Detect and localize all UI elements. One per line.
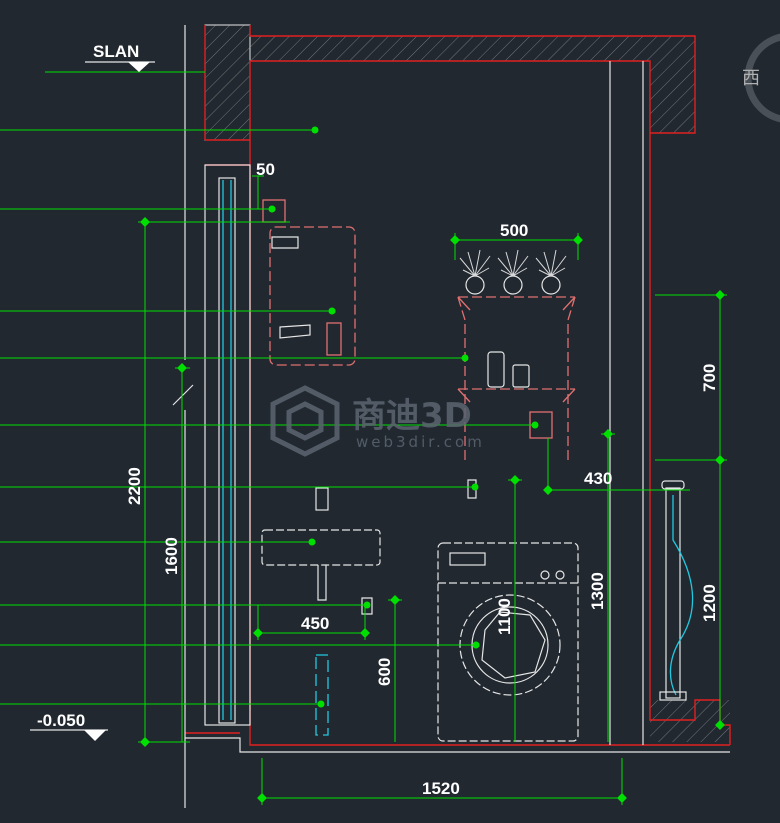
dim-430: 430 xyxy=(584,469,612,488)
dim-500: 500 xyxy=(500,221,528,240)
wash-basin xyxy=(261,479,477,736)
left-column-hatch xyxy=(204,24,251,141)
washer-knob-1 xyxy=(540,570,550,580)
level-top-label: SLAN xyxy=(93,42,139,61)
bottle-2 xyxy=(512,364,530,388)
shower-rail xyxy=(665,487,681,699)
dim-1100: 1100 xyxy=(495,598,514,635)
basin-faucet xyxy=(315,487,329,511)
compass-circle xyxy=(744,33,780,123)
level-floor-triangle xyxy=(84,730,106,741)
dim-450: 450 xyxy=(301,614,329,633)
level-marker-floor: -0.050 xyxy=(30,711,108,741)
plant-leaves xyxy=(459,249,567,277)
shower-base xyxy=(659,691,687,701)
shower-head xyxy=(661,480,685,490)
basin-drain xyxy=(317,565,327,601)
wall-outline xyxy=(204,25,731,746)
plant-shelf xyxy=(457,249,576,460)
dim-1200: 1200 xyxy=(700,584,719,622)
dim-1600: 1600 xyxy=(162,537,181,575)
bottle-1 xyxy=(487,351,505,388)
washer-drum xyxy=(481,611,546,679)
cabinet-handle xyxy=(326,322,342,356)
riser-outer xyxy=(204,164,251,726)
mirror-cabinet xyxy=(262,199,356,366)
level-marker-top: SLAN xyxy=(85,42,155,72)
shelf-frame xyxy=(457,296,576,460)
basin-body xyxy=(261,529,381,566)
dimension-lines xyxy=(138,175,727,805)
compass-glyph: 西 xyxy=(742,33,780,123)
dim-2200: 2200 xyxy=(125,467,144,505)
watermark-brand: 商迪3D xyxy=(352,396,472,436)
cabinet-item-2 xyxy=(279,324,311,339)
top-slab-hatch xyxy=(250,36,695,61)
watermark-logo-icon xyxy=(270,385,340,457)
riser-pipe-body xyxy=(218,177,236,724)
plant-pot-2 xyxy=(503,275,523,295)
dim-600: 600 xyxy=(375,658,394,686)
level-floor-label: -0.050 xyxy=(37,711,85,730)
cabinet-item-1 xyxy=(271,236,299,249)
washing-machine xyxy=(437,542,579,742)
dim-1520: 1520 xyxy=(422,779,460,798)
riser-pipe xyxy=(204,164,251,726)
drain-pipe-cyan xyxy=(315,654,329,736)
right-column-hatch xyxy=(650,61,695,133)
tap-valve xyxy=(361,479,477,615)
watermark-url: web3dir.com xyxy=(356,433,485,451)
right-floor-hatch xyxy=(650,700,730,742)
floor-white-line xyxy=(172,25,730,808)
plant-pot-1 xyxy=(465,275,485,295)
cabinet-body xyxy=(269,226,356,366)
watermark: 商迪3D web3dir.com xyxy=(270,385,485,457)
washer-knob-2 xyxy=(555,570,565,580)
washer-display xyxy=(449,552,486,566)
washer-body xyxy=(437,542,579,742)
level-top-triangle xyxy=(128,62,150,72)
compass-direction-label: 西 xyxy=(742,68,760,89)
shower-hose xyxy=(669,495,694,696)
shower-set xyxy=(659,480,694,701)
plant-pot-3 xyxy=(541,275,561,295)
shelf-brackets xyxy=(457,296,576,403)
dimension-texts: 50 500 430 450 1520 2200 1600 700 1200 1… xyxy=(125,160,719,798)
dim-1300: 1300 xyxy=(588,572,607,610)
wall-structure xyxy=(172,24,731,808)
dim-50: 50 xyxy=(256,160,275,179)
leader-lines xyxy=(0,71,539,708)
dim-700: 700 xyxy=(700,364,719,392)
